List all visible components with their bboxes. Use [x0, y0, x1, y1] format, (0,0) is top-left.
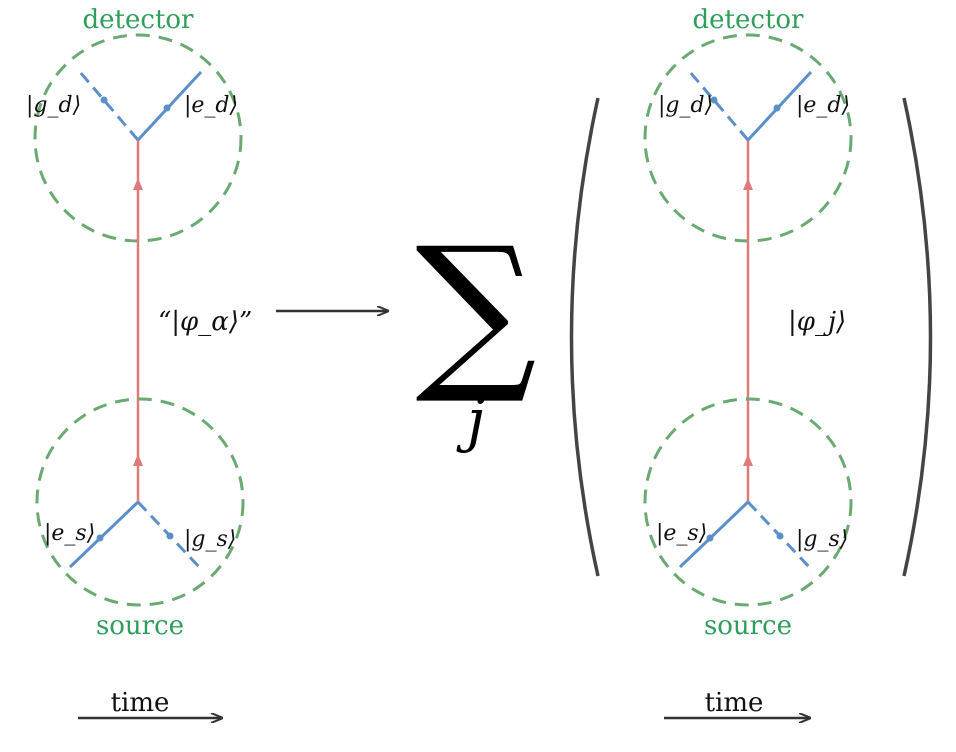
left-es-line: [68, 500, 140, 569]
left-gd-ket: |g_d⟩: [26, 93, 81, 118]
left-time-label: time: [111, 688, 170, 718]
right-photon-arrow-upper: [743, 178, 753, 190]
left-ed-dot: [163, 104, 171, 112]
left-detector-label: detector: [83, 5, 195, 35]
left-photon-arrow-lower: [133, 454, 143, 466]
right-source-circle: [643, 397, 853, 607]
left-photon-arrow-upper: [133, 178, 143, 190]
right-gs-ket: |g_s⟩: [796, 527, 848, 552]
right-panel: detector |g_d⟩ |e_d⟩ |φ_j⟩ |e_s⟩ |g_s⟩ s…: [643, 5, 853, 718]
left-ed-ket: |e_d⟩: [184, 93, 238, 118]
right-detector-label: detector: [693, 5, 805, 35]
right-time-label: time: [705, 688, 764, 718]
right-source-label: source: [704, 611, 792, 641]
left-gs-ket: |g_s⟩: [184, 527, 236, 552]
right-ed-dot: [773, 104, 781, 112]
left-gd-dot: [100, 96, 108, 104]
right-parenthesis: [902, 97, 933, 577]
left-gd-line: [78, 71, 140, 141]
right-gs-dot: [776, 532, 784, 540]
right-gd-line: [688, 71, 750, 141]
left-source-circle: [35, 397, 245, 607]
right-es-dot: [706, 534, 714, 542]
right-es-ket: |e_s⟩: [656, 521, 707, 546]
left-source-label: source: [96, 611, 184, 641]
left-parenthesis: [569, 97, 600, 577]
right-photon-arrow-lower: [743, 454, 753, 466]
right-gd-ket: |g_d⟩: [658, 93, 713, 118]
left-gs-dot: [166, 532, 174, 540]
right-es-line: [678, 500, 750, 569]
left-state-label: “|φ_α⟩”: [158, 307, 252, 337]
left-es-dot: [96, 534, 104, 542]
right-ed-ket: |e_d⟩: [796, 93, 850, 118]
sum-symbol: ∑: [415, 211, 536, 409]
right-gd-dot: [710, 96, 718, 104]
left-panel: detector |g_d⟩ |e_d⟩ “|φ_α⟩” |e_s⟩ |g_s⟩…: [26, 5, 252, 718]
right-state-label: |φ_j⟩: [788, 307, 846, 337]
left-es-ket: |e_s⟩: [44, 521, 95, 546]
